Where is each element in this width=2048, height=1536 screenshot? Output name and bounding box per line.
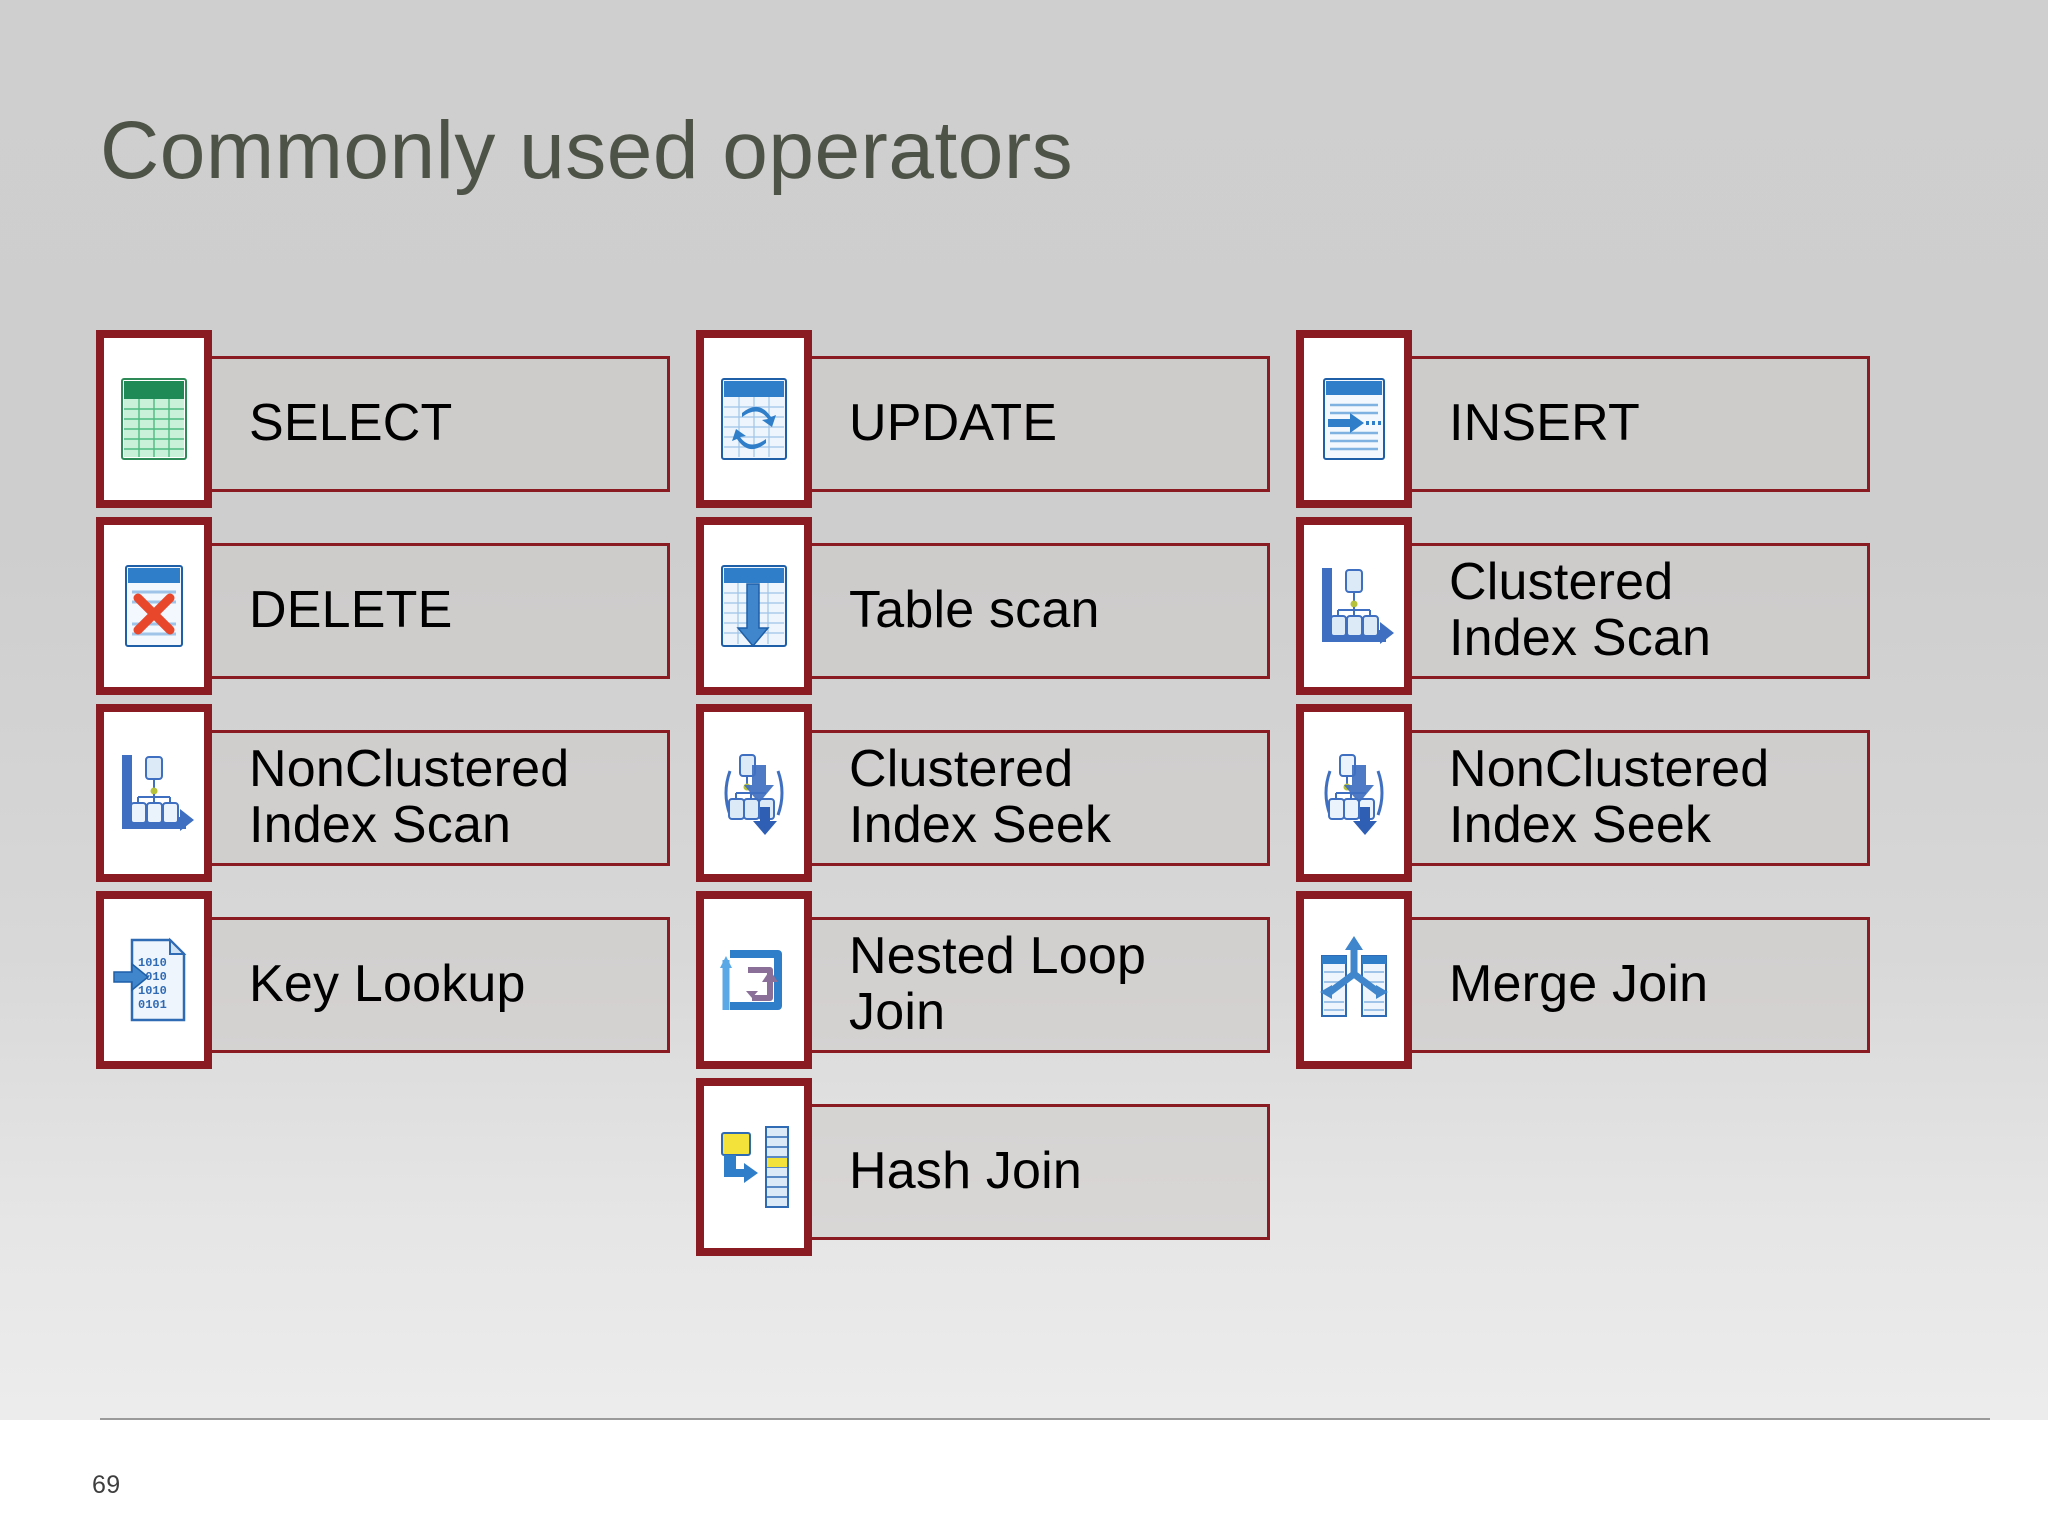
operator-label: Key Lookup: [249, 955, 526, 1014]
operator-item-insert[interactable]: INSERT: [1296, 330, 1876, 517]
svg-text:1010: 1010: [138, 984, 167, 998]
operator-label: Clustered Index Scan: [1449, 553, 1712, 667]
delete-table-red-x-icon: [96, 517, 212, 695]
operator-label: NonClustered Index Seek: [1449, 740, 1770, 854]
operator-label-plate: UPDATE: [722, 356, 1270, 492]
operator-label: UPDATE: [849, 394, 1058, 453]
operator-label-plate: Nested Loop Join: [722, 917, 1270, 1053]
merge-join-icon: [1296, 891, 1412, 1069]
operator-item-select[interactable]: SELECT: [96, 330, 676, 517]
clustered-index-seek-tree-icon: [696, 704, 812, 882]
operator-label-plate: Hash Join: [722, 1104, 1270, 1240]
operator-label: Table scan: [849, 581, 1100, 640]
operator-label: Hash Join: [849, 1142, 1083, 1201]
operator-label: Merge Join: [1449, 955, 1709, 1014]
svg-text:1010: 1010: [138, 956, 167, 970]
footer-strip: [0, 1420, 2048, 1536]
operator-grid: SELECT: [96, 330, 1976, 1265]
operator-item-key-lookup[interactable]: Key Lookup 1010 1010 1010 0101: [96, 891, 676, 1078]
insert-arrow-row-icon: [1296, 330, 1412, 508]
operator-label-plate: Clustered Index Seek: [722, 730, 1270, 866]
select-table-green-icon: [96, 330, 212, 508]
operator-row: SELECT: [96, 330, 1976, 517]
operator-row: NonClustered Index Scan: [96, 704, 1976, 891]
operator-label-plate: Table scan: [722, 543, 1270, 679]
operator-label: Clustered Index Seek: [849, 740, 1112, 854]
operator-label-plate: NonClustered Index Scan: [122, 730, 670, 866]
footer-divider: [100, 1418, 1990, 1420]
operator-label-plate: Merge Join: [1322, 917, 1870, 1053]
operator-label: DELETE: [249, 581, 453, 640]
operator-item-nested-loop-join[interactable]: Nested Loop Join: [696, 891, 1276, 1078]
operator-label: INSERT: [1449, 394, 1640, 453]
clustered-index-scan-tree-icon: [1296, 517, 1412, 695]
operator-label: Nested Loop Join: [849, 927, 1147, 1041]
operator-label-plate: NonClustered Index Seek: [1322, 730, 1870, 866]
operator-label-plate: INSERT: [1322, 356, 1870, 492]
operator-label: SELECT: [249, 394, 453, 453]
operator-label-plate: DELETE: [122, 543, 670, 679]
operator-label-plate: Clustered Index Scan: [1322, 543, 1870, 679]
hash-join-icon: [696, 1078, 812, 1256]
page-title: Commonly used operators: [100, 105, 1074, 196]
operator-label-plate: Key Lookup: [122, 917, 670, 1053]
nested-loop-join-icon: [696, 891, 812, 1069]
operator-row: Key Lookup 1010 1010 1010 0101: [96, 891, 1976, 1078]
operator-item-update[interactable]: UPDATE: [696, 330, 1276, 517]
table-scan-down-arrow-icon: [696, 517, 812, 695]
key-lookup-binary-doc-icon: 1010 1010 1010 0101: [96, 891, 212, 1069]
page-number: 69: [92, 1471, 121, 1499]
nonclustered-index-seek-tree-icon: [1296, 704, 1412, 882]
operator-label: NonClustered Index Scan: [249, 740, 570, 854]
operator-item-table-scan[interactable]: Table scan: [696, 517, 1276, 704]
update-table-refresh-icon: [696, 330, 812, 508]
operator-item-nonclustered-index-scan[interactable]: NonClustered Index Scan: [96, 704, 676, 891]
operator-item-hash-join[interactable]: Hash Join: [696, 1078, 1276, 1265]
operator-item-clustered-index-seek[interactable]: Clustered Index Seek: [696, 704, 1276, 891]
svg-text:1010: 1010: [138, 970, 167, 984]
operator-row: DELETE Table scan: [96, 517, 1976, 704]
operator-label-plate: SELECT: [122, 356, 670, 492]
operator-item-delete[interactable]: DELETE: [96, 517, 676, 704]
operator-item-merge-join[interactable]: Merge Join: [1296, 891, 1876, 1078]
operator-item-clustered-index-scan[interactable]: Clustered Index Scan: [1296, 517, 1876, 704]
nonclustered-index-scan-tree-icon: [96, 704, 212, 882]
operator-item-nonclustered-index-seek[interactable]: NonClustered Index Seek: [1296, 704, 1876, 891]
svg-text:0101: 0101: [138, 998, 167, 1012]
operator-row: Hash Join: [96, 1078, 1976, 1265]
